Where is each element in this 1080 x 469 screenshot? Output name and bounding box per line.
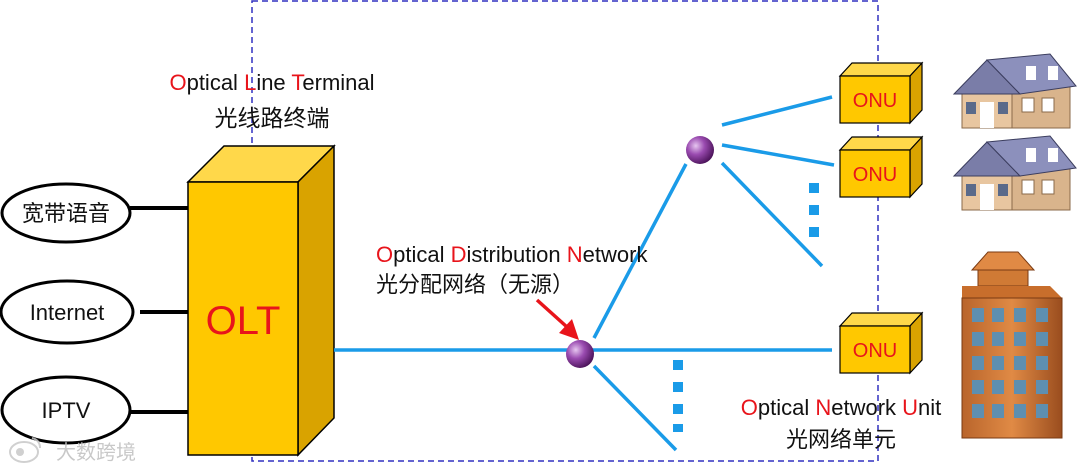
odn-title-en: Optical Distribution Network xyxy=(376,242,648,267)
branch-fiber-down xyxy=(592,364,678,452)
drop-fiber-3 xyxy=(720,161,824,268)
splitter-node-icon xyxy=(566,340,594,368)
office-building-icon xyxy=(961,251,1063,439)
olt-title-zh: 光线路终端 xyxy=(215,105,330,131)
service-internet: Internet xyxy=(0,279,135,345)
service-label: 宽带语音 xyxy=(22,201,110,226)
onu-box-label: ONU xyxy=(853,90,897,112)
olt-box-label: OLT xyxy=(206,299,281,343)
service-iptv: IPTV xyxy=(0,375,132,445)
drop-fiber-1 xyxy=(721,95,833,127)
service-label: IPTV xyxy=(42,398,91,423)
service-voice: 宽带语音 xyxy=(0,182,132,244)
onu-title-en: Optical Network Unit xyxy=(741,395,942,420)
watermark: 大数跨境 xyxy=(9,437,136,464)
onu-box-2: ONU xyxy=(838,135,924,199)
onu-box-1: ONU xyxy=(838,61,924,125)
weibo-logo-icon xyxy=(9,437,41,463)
house-icon xyxy=(952,135,1077,211)
house-icon xyxy=(952,53,1077,129)
odn-pointer-arrow xyxy=(535,298,579,340)
drop-fiber-2 xyxy=(721,143,835,167)
olt-title-en: Optical Line Terminal xyxy=(169,70,374,95)
onu-title-zh: 光网络单元 xyxy=(786,427,896,452)
splitter-node-icon xyxy=(686,136,714,164)
onu-box-label: ONU xyxy=(853,340,897,362)
onu-box-3: ONU xyxy=(838,311,924,375)
odn-title-zh: 光分配网络（无源） xyxy=(376,272,574,297)
branch-fiber-up xyxy=(592,163,688,339)
olt-box: OLT xyxy=(186,144,336,457)
more-ellipsis-dots xyxy=(673,183,819,432)
onu-box-label: ONU xyxy=(853,164,897,186)
service-label: Internet xyxy=(30,300,105,325)
watermark-text: 大数跨境 xyxy=(56,440,136,464)
